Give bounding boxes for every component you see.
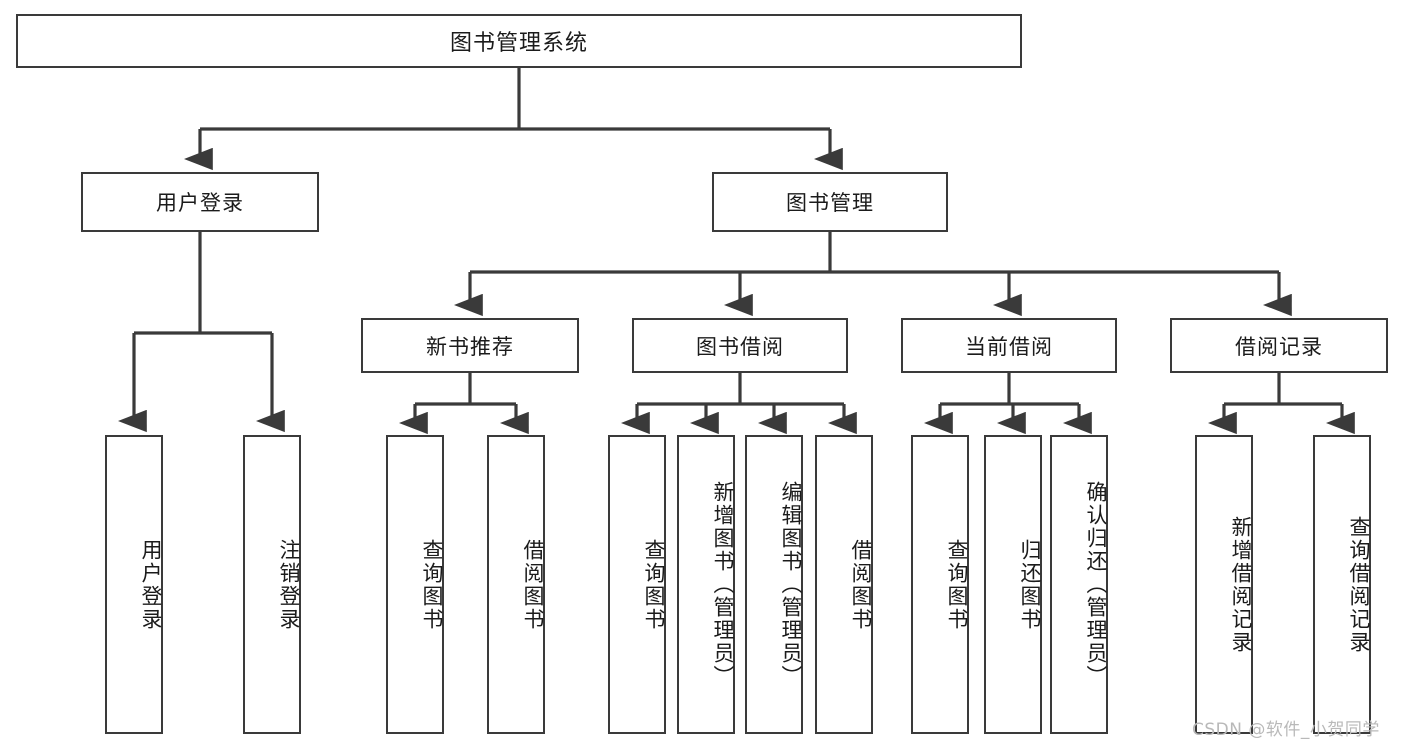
node-book-management[interactable]: 图书管理: [712, 172, 948, 232]
node-book-borrow-label: 图书借阅: [696, 334, 784, 359]
node-root[interactable]: 图书管理系统: [16, 14, 1022, 68]
leaf-add-borrow-record-label: 新增借阅记录: [1229, 515, 1253, 654]
leaf-edit-book-admin-label: 编辑图书（管理员）: [779, 481, 803, 688]
leaf-query-book-borrow[interactable]: 查询图书: [608, 435, 666, 734]
leaf-add-book-admin[interactable]: 新增图书（管理员）: [677, 435, 735, 734]
leaf-query-book-recommend-label: 查询图书: [420, 538, 444, 631]
leaf-user-login[interactable]: 用户登录: [105, 435, 163, 734]
leaf-query-book-current[interactable]: 查询图书: [911, 435, 969, 734]
leaf-query-book-current-label: 查询图书: [945, 538, 969, 631]
leaf-logout[interactable]: 注销登录: [243, 435, 301, 734]
leaf-user-login-label: 用户登录: [139, 538, 163, 631]
watermark: CSDN @软件_小贺同学: [1192, 720, 1380, 740]
node-current-borrow[interactable]: 当前借阅: [901, 318, 1117, 373]
node-user-login-label: 用户登录: [156, 191, 244, 215]
leaf-return-book[interactable]: 归还图书: [984, 435, 1042, 734]
node-book-management-label: 图书管理: [786, 191, 874, 215]
node-current-borrow-label: 当前借阅: [965, 334, 1053, 359]
leaf-edit-book-admin[interactable]: 编辑图书（管理员）: [745, 435, 803, 734]
node-new-book-recommend-label: 新书推荐: [426, 334, 514, 359]
leaf-query-book-recommend[interactable]: 查询图书: [386, 435, 444, 734]
leaf-query-borrow-record[interactable]: 查询借阅记录: [1313, 435, 1371, 734]
leaf-add-book-admin-label: 新增图书（管理员）: [711, 481, 735, 688]
leaf-query-book-borrow-label: 查询图书: [642, 538, 666, 631]
node-new-book-recommend[interactable]: 新书推荐: [361, 318, 579, 373]
leaf-borrow-book-recommend[interactable]: 借阅图书: [487, 435, 545, 734]
leaf-borrow-book-label: 借阅图书: [849, 538, 873, 631]
leaf-query-borrow-record-label: 查询借阅记录: [1347, 515, 1371, 654]
node-root-label: 图书管理系统: [449, 31, 588, 56]
node-user-login[interactable]: 用户登录: [81, 172, 319, 232]
node-book-borrow[interactable]: 图书借阅: [632, 318, 848, 373]
leaf-return-book-label: 归还图书: [1018, 538, 1042, 631]
leaf-borrow-book[interactable]: 借阅图书: [815, 435, 873, 734]
leaf-confirm-return-admin-label: 确认归还（管理员）: [1084, 481, 1108, 688]
leaf-add-borrow-record[interactable]: 新增借阅记录: [1195, 435, 1253, 734]
leaf-borrow-book-recommend-label: 借阅图书: [521, 538, 545, 631]
leaf-logout-label: 注销登录: [277, 538, 301, 631]
node-borrow-records-label: 借阅记录: [1235, 334, 1323, 359]
leaf-confirm-return-admin[interactable]: 确认归还（管理员）: [1050, 435, 1108, 734]
node-borrow-records[interactable]: 借阅记录: [1170, 318, 1388, 373]
